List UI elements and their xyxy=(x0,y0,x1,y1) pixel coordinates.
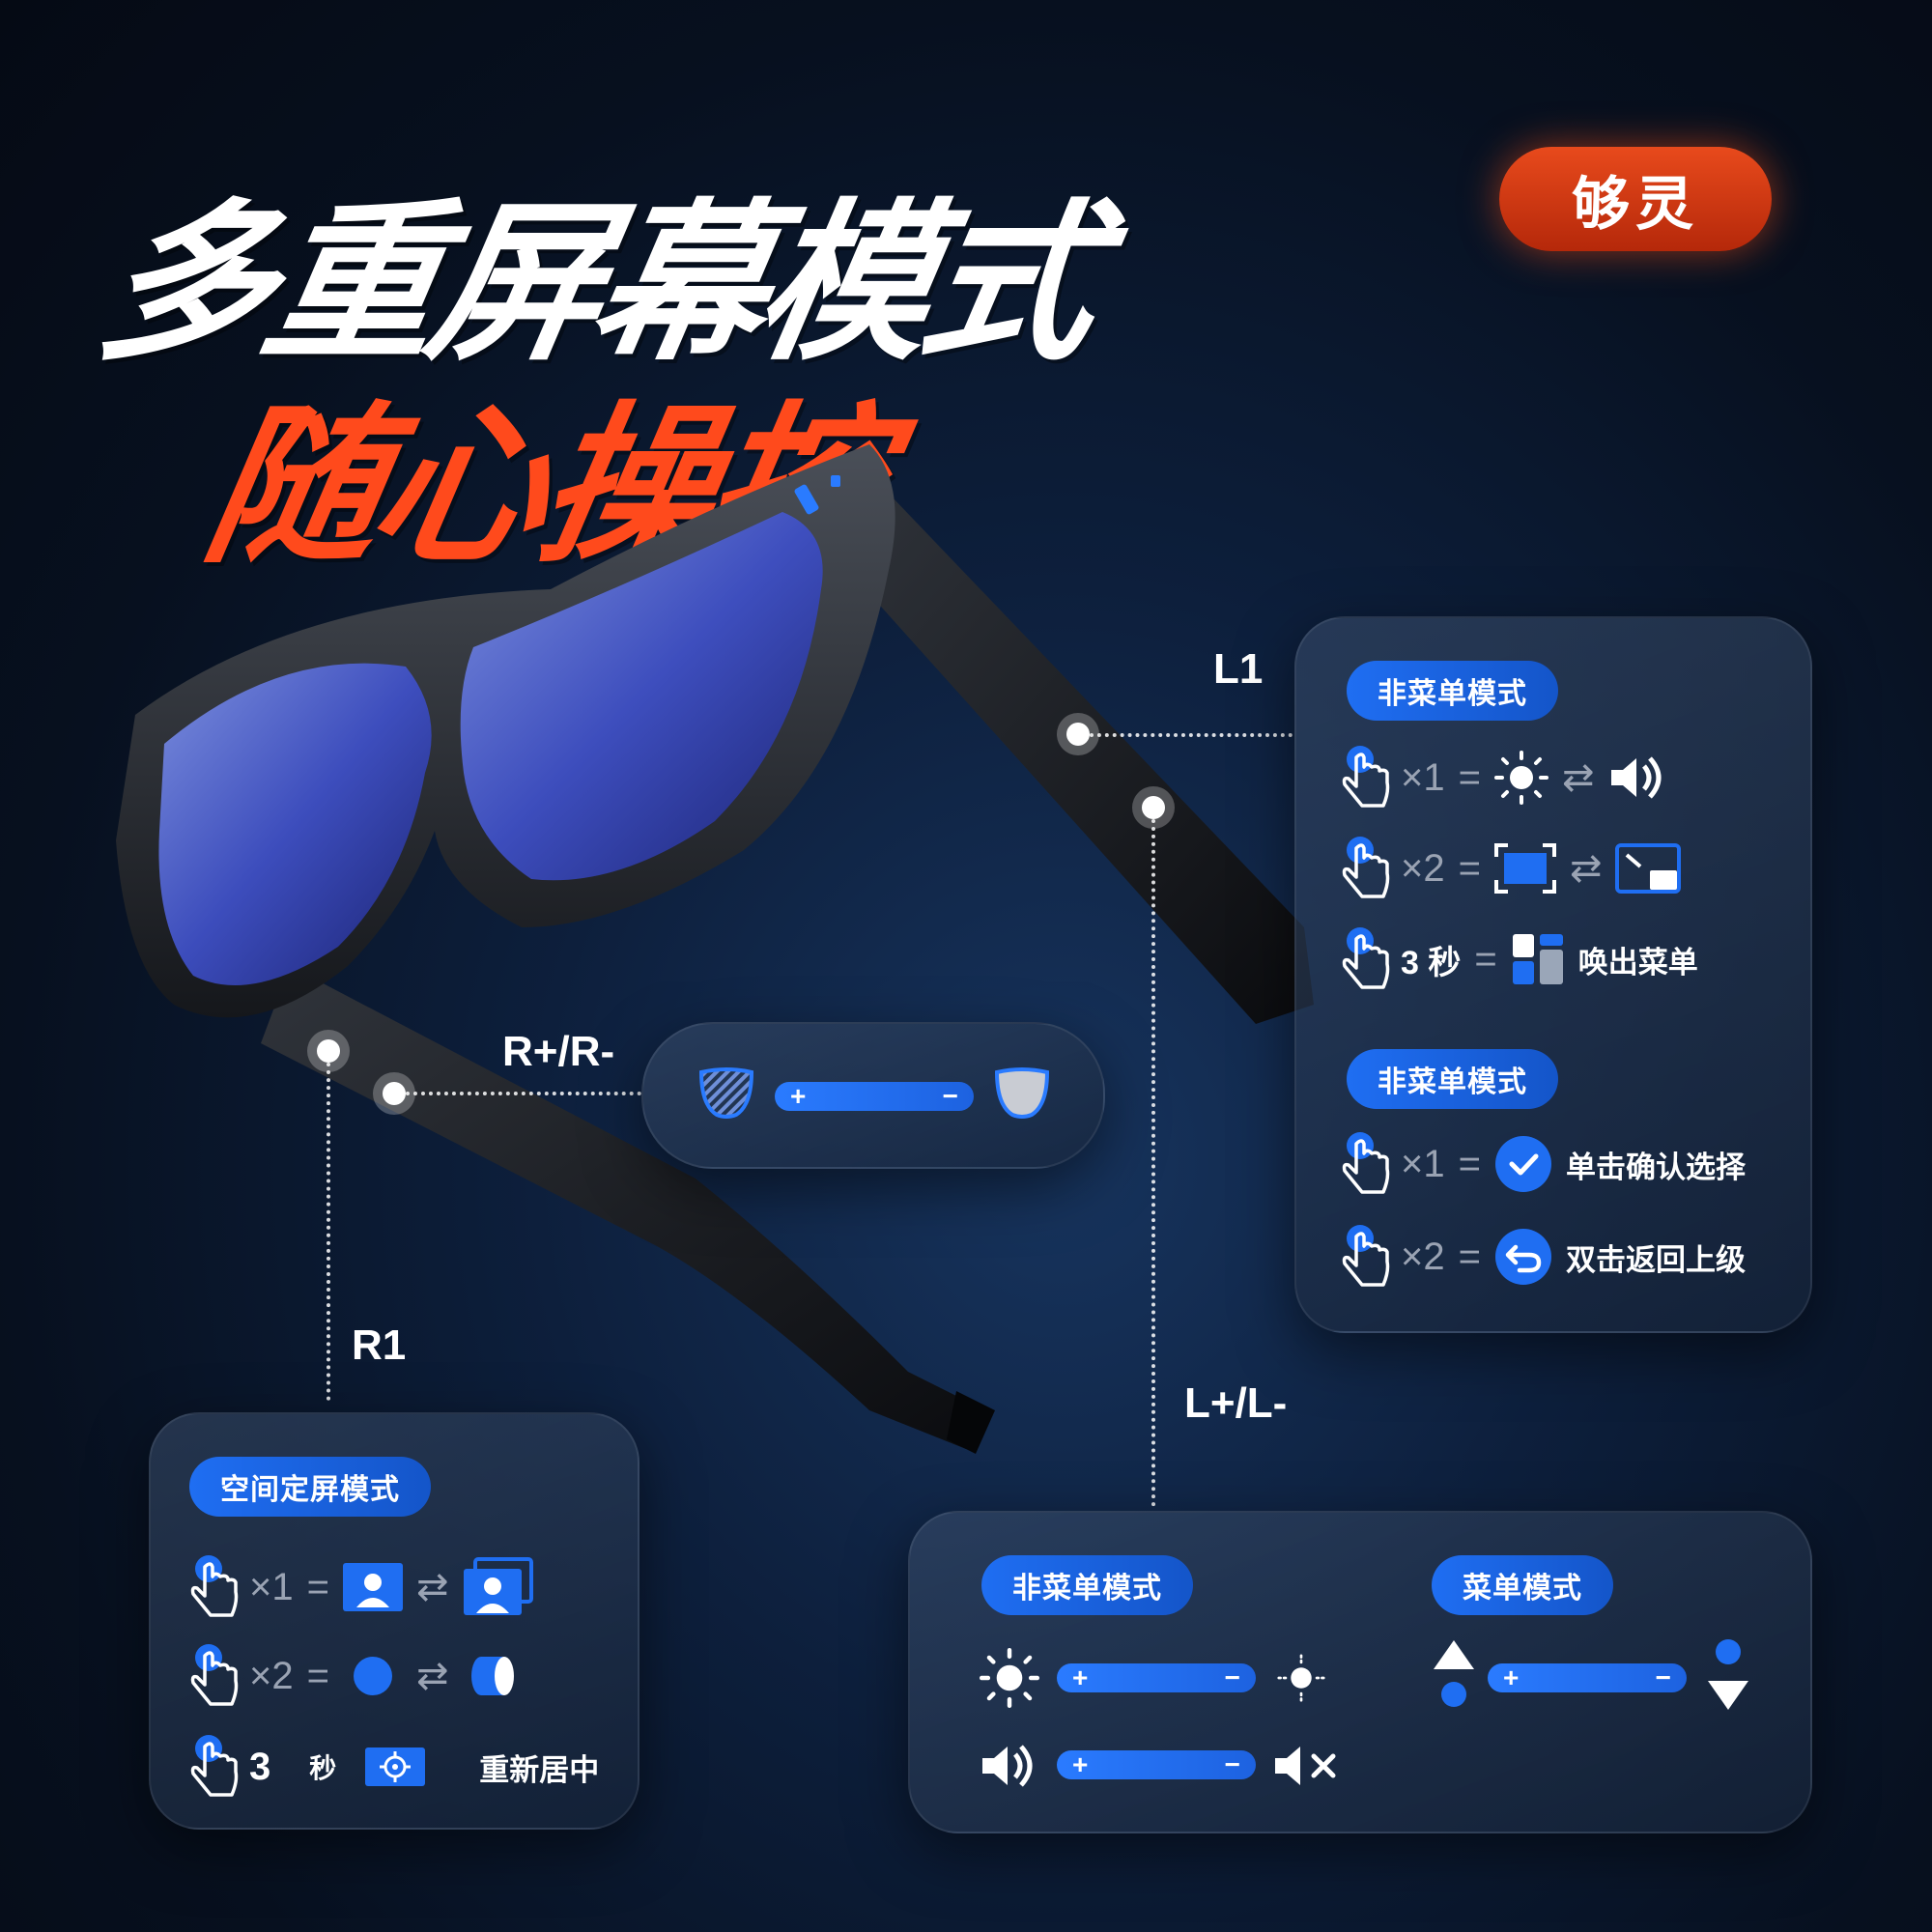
r1-row-1: ×1 = ⇄ xyxy=(189,1553,534,1621)
tap-finger-icon xyxy=(1342,1132,1390,1194)
arrow-down-icon xyxy=(1708,1639,1748,1710)
r1-dot xyxy=(317,1039,340,1063)
l1-row-5: ×2 = 双击返回上级 xyxy=(1341,1223,1746,1291)
brand-badge: 够灵 xyxy=(1499,147,1772,251)
swap-icon: ⇄ xyxy=(1569,847,1603,890)
l1-row-1-eq: = xyxy=(1458,755,1481,799)
menu-grid-icon xyxy=(1512,934,1563,984)
l1-row-4-eq: = xyxy=(1458,1142,1481,1185)
fullscreen-icon xyxy=(1493,843,1556,894)
brightness-minus: − xyxy=(1224,1662,1240,1692)
r1-mode-pill: 空间定屏模式 xyxy=(189,1457,431,1517)
tap-finger-icon xyxy=(190,1735,239,1797)
swap-icon: ⇄ xyxy=(1561,756,1595,799)
r1-row-1-eq: = xyxy=(306,1565,329,1608)
l1-row-2-eq: = xyxy=(1458,846,1481,890)
clear-lens-icon xyxy=(994,1067,1050,1119)
brightness-slider[interactable]: + − xyxy=(1057,1662,1256,1692)
l1-row-3-times: 3 秒 xyxy=(1401,944,1462,981)
speaker-icon xyxy=(982,1745,1033,1787)
l1-row-2-times: ×2 xyxy=(1401,846,1445,890)
mute-icon xyxy=(1275,1747,1336,1785)
l1-row-4-text: 单击确认选择 xyxy=(1565,1150,1746,1184)
l1-row-3: 3 秒 = 唤出菜单 xyxy=(1341,925,1698,993)
r1-row-2: ×2 = ⇄ xyxy=(189,1642,522,1710)
lpm-dot xyxy=(1142,796,1165,819)
swap-icon: ⇄ xyxy=(415,1655,449,1697)
l1-dot xyxy=(1066,723,1090,746)
r1-label: R1 xyxy=(352,1321,407,1369)
tap-finger-icon xyxy=(1342,927,1390,989)
l1-row-3-text: 唤出菜单 xyxy=(1577,945,1698,980)
l1-row-2: ×2 = ⇄ xyxy=(1341,835,1682,902)
r1-row-3-unit: 秒 xyxy=(309,1753,337,1783)
swap-icon: ⇄ xyxy=(415,1566,449,1608)
rpm-panel: + − xyxy=(641,1022,1105,1169)
l1-panel: 非菜单模式 ×1 = ⇄ ×2 = ⇄ 3 秒 = 唤出菜单 非菜单模式 ×1 … xyxy=(1294,616,1812,1333)
ar-glasses-illustration xyxy=(116,444,1314,1454)
tint-lens-icon xyxy=(698,1067,754,1119)
lpm-mode-a-pill: 非菜单模式 xyxy=(981,1555,1193,1615)
rpm-plus: + xyxy=(790,1081,807,1111)
l1-label: L1 xyxy=(1213,645,1264,693)
tap-finger-icon xyxy=(1342,837,1390,898)
rpm-slider[interactable]: + − xyxy=(775,1081,974,1111)
r1-row-3: 3 秒 重新居中 xyxy=(189,1733,599,1801)
sun-dim-icon xyxy=(1277,1654,1325,1702)
l1-row-3-eq: = xyxy=(1474,937,1497,980)
user-screen-moved-icon xyxy=(464,1557,534,1615)
l1-row-1: ×1 = ⇄ xyxy=(1341,744,1669,811)
l1-row-5-text: 双击返回上级 xyxy=(1565,1242,1746,1277)
l1-row-4: ×1 = 单击确认选择 xyxy=(1341,1130,1746,1198)
rpm-minus: − xyxy=(942,1081,958,1111)
recenter-icon xyxy=(365,1747,426,1786)
r1-row-3-count: 3 xyxy=(249,1745,271,1788)
back-icon xyxy=(1494,1229,1551,1285)
r1-panel: 空间定屏模式 ×1 = ⇄ ×2 = ⇄ 3 秒 重新居中 xyxy=(149,1412,639,1830)
tap-finger-icon xyxy=(1342,746,1390,808)
r1-leader xyxy=(327,1063,330,1401)
menu-slider[interactable]: + − xyxy=(1488,1662,1687,1692)
l1-row-5-eq: = xyxy=(1458,1235,1481,1278)
speaker-icon xyxy=(1611,756,1662,799)
rpm-dot xyxy=(383,1082,406,1105)
tap-finger-icon xyxy=(1342,1225,1390,1287)
volume-minus: − xyxy=(1224,1749,1240,1779)
sun-icon xyxy=(1493,751,1548,805)
l1-row-1-times: ×1 xyxy=(1401,755,1445,799)
lpm-leader xyxy=(1151,819,1155,1507)
user-screen-icon xyxy=(342,1563,403,1611)
sun-icon xyxy=(980,1648,1039,1708)
l1-row-5-times: ×2 xyxy=(1401,1235,1445,1278)
cylinder-icon xyxy=(471,1657,515,1695)
lpm-mode-b-pill: 菜单模式 xyxy=(1432,1555,1613,1615)
arrow-up-icon xyxy=(1434,1640,1474,1707)
r1-row-2-eq: = xyxy=(306,1654,329,1697)
menu-plus: + xyxy=(1503,1662,1520,1692)
r1-row-2-times: ×2 xyxy=(249,1654,294,1697)
lpm-panel: 非菜单模式 菜单模式 + − + − + − xyxy=(908,1511,1812,1833)
lpm-label: L+/L- xyxy=(1184,1379,1288,1427)
pip-icon xyxy=(1615,843,1682,894)
volume-plus: + xyxy=(1072,1749,1089,1779)
l1-row-4-times: ×1 xyxy=(1401,1142,1445,1185)
check-icon xyxy=(1494,1136,1551,1192)
circle-icon xyxy=(353,1657,392,1695)
menu-minus: − xyxy=(1655,1662,1671,1692)
r1-row-3-text: 重新居中 xyxy=(479,1752,600,1787)
l1-leader xyxy=(1090,733,1293,737)
tap-finger-icon xyxy=(190,1644,239,1706)
brightness-plus: + xyxy=(1072,1662,1089,1692)
r1-row-1-times: ×1 xyxy=(249,1565,294,1608)
l1-mode-a-pill: 非菜单模式 xyxy=(1347,661,1558,721)
l1-mode-b-pill: 非菜单模式 xyxy=(1347,1049,1558,1109)
volume-slider[interactable]: + − xyxy=(1057,1749,1256,1779)
rpm-label: R+/R- xyxy=(502,1028,615,1075)
rpm-leader xyxy=(406,1092,641,1095)
tap-finger-icon xyxy=(190,1555,239,1617)
